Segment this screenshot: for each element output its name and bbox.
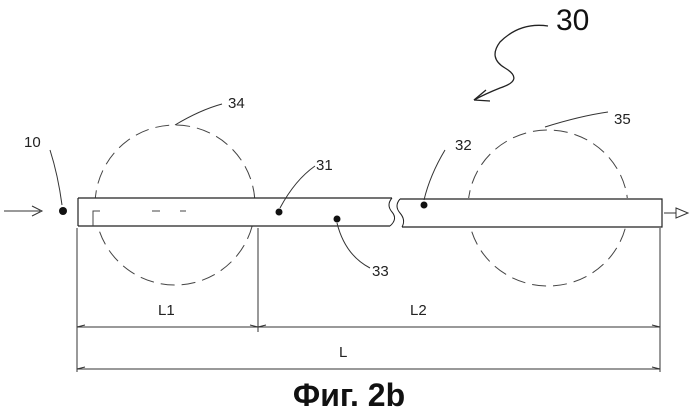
ref-31-label: 31 bbox=[316, 157, 333, 174]
ref-32-label: 32 bbox=[455, 137, 472, 154]
ref-30-label: 30 bbox=[556, 4, 589, 37]
bar bbox=[78, 198, 662, 227]
ref-33-label: 33 bbox=[372, 263, 389, 280]
point-33 bbox=[334, 216, 341, 223]
dim-l1-label: L1 bbox=[158, 302, 175, 319]
ref-35-label: 35 bbox=[614, 111, 631, 128]
squiggle-arrow-icon bbox=[474, 25, 548, 101]
extension-lines bbox=[77, 228, 660, 372]
outlet-arrow-icon bbox=[664, 208, 688, 218]
dim-l-label: L bbox=[339, 344, 347, 361]
figure-caption: Фиг. 2b bbox=[293, 377, 405, 413]
ref-10-label: 10 bbox=[24, 134, 41, 151]
ref-34-label: 34 bbox=[228, 95, 245, 112]
point-32 bbox=[421, 202, 428, 209]
dimension-lines bbox=[77, 325, 660, 369]
leader-lines bbox=[50, 104, 608, 268]
dim-l2-label: L2 bbox=[410, 302, 427, 319]
inlet-arrow-icon bbox=[4, 206, 42, 216]
point-31 bbox=[276, 209, 283, 216]
point-10 bbox=[59, 207, 67, 215]
